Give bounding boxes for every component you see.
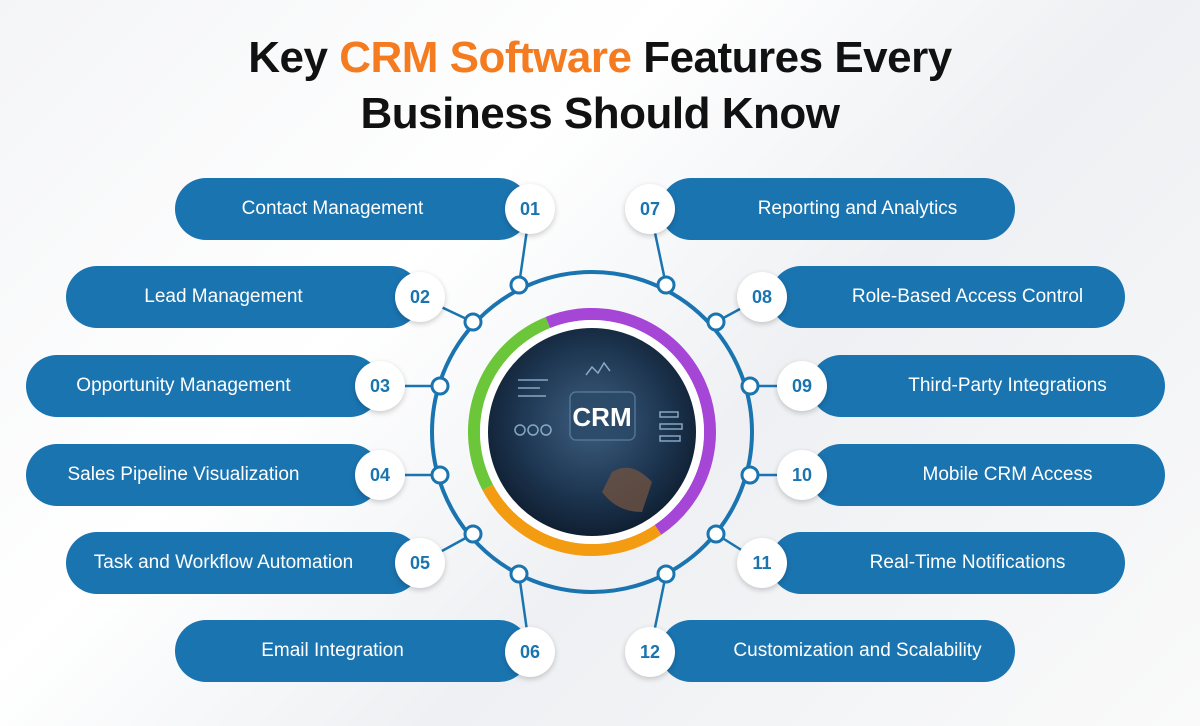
feature-label: Lead Management xyxy=(144,286,303,307)
feature-label: Task and Workflow Automation xyxy=(93,552,354,573)
ring-node xyxy=(740,465,760,485)
ring-node xyxy=(463,524,483,544)
ring-node xyxy=(509,275,529,295)
feature-pill-03: Opportunity Management xyxy=(26,355,381,417)
feature-number-badge: 01 xyxy=(505,184,555,234)
feature-number-badge: 08 xyxy=(737,272,787,322)
title-text: Key xyxy=(248,33,340,82)
ring-node xyxy=(509,564,529,584)
feature-label: Mobile CRM Access xyxy=(922,464,1093,485)
feature-pill-04: Sales Pipeline Visualization xyxy=(26,444,381,506)
feature-label: Email Integration xyxy=(261,640,404,661)
feature-label: Customization and Scalability xyxy=(733,640,982,661)
feature-number-badge: 09 xyxy=(777,361,827,411)
title-line-1: Key CRM Software Features Every xyxy=(0,30,1200,86)
title-text: Features Every xyxy=(631,33,952,82)
feature-number-badge: 11 xyxy=(737,538,787,588)
feature-label: Contact Management xyxy=(241,198,424,219)
feature-pill-02: Lead Management xyxy=(66,266,421,328)
feature-number-badge: 10 xyxy=(777,450,827,500)
feature-number-badge: 04 xyxy=(355,450,405,500)
feature-pill-09: Third-Party Integrations xyxy=(810,355,1165,417)
outer-ring xyxy=(430,270,754,594)
feature-label: Reporting and Analytics xyxy=(757,198,958,219)
ring-node xyxy=(656,275,676,295)
title-accent: CRM Software xyxy=(339,33,632,82)
crm-label: CRM xyxy=(572,402,631,432)
feature-number-badge: 03 xyxy=(355,361,405,411)
feature-pill-07: Reporting and Analytics xyxy=(660,178,1015,240)
feature-number-badge: 12 xyxy=(625,627,675,677)
feature-label: Opportunity Management xyxy=(76,375,291,396)
ring-node xyxy=(740,376,760,396)
feature-label: Real-Time Notifications xyxy=(869,552,1066,573)
feature-number-badge: 02 xyxy=(395,272,445,322)
feature-label: Sales Pipeline Visualization xyxy=(67,464,300,485)
feature-label: Role-Based Access Control xyxy=(851,286,1084,307)
feature-pill-10: Mobile CRM Access xyxy=(810,444,1165,506)
ring-node xyxy=(430,465,450,485)
feature-number-badge: 06 xyxy=(505,627,555,677)
title-line-2: Business Should Know xyxy=(360,89,840,138)
feature-pill-06: Email Integration xyxy=(175,620,530,682)
feature-label: Third-Party Integrations xyxy=(908,375,1107,396)
ring-node xyxy=(706,312,726,332)
dashboard-decor-icon xyxy=(514,361,683,512)
ring-nodes xyxy=(430,275,760,584)
ring-node xyxy=(463,312,483,332)
ring-node xyxy=(430,376,450,396)
feature-pill-12: Customization and Scalability xyxy=(660,620,1015,682)
feature-pill-11: Real-Time Notifications xyxy=(770,532,1125,594)
purple-arc xyxy=(545,308,716,535)
green-arc xyxy=(468,317,551,491)
feature-number-badge: 07 xyxy=(625,184,675,234)
ring-node xyxy=(656,564,676,584)
color-arcs xyxy=(468,308,716,556)
feature-pill-05: Task and Workflow Automation xyxy=(66,532,421,594)
feature-pill-08: Role-Based Access Control xyxy=(770,266,1125,328)
orange-arc xyxy=(482,484,662,556)
ring-node xyxy=(706,524,726,544)
feature-pill-01: Contact Management xyxy=(175,178,530,240)
feature-number-badge: 05 xyxy=(395,538,445,588)
